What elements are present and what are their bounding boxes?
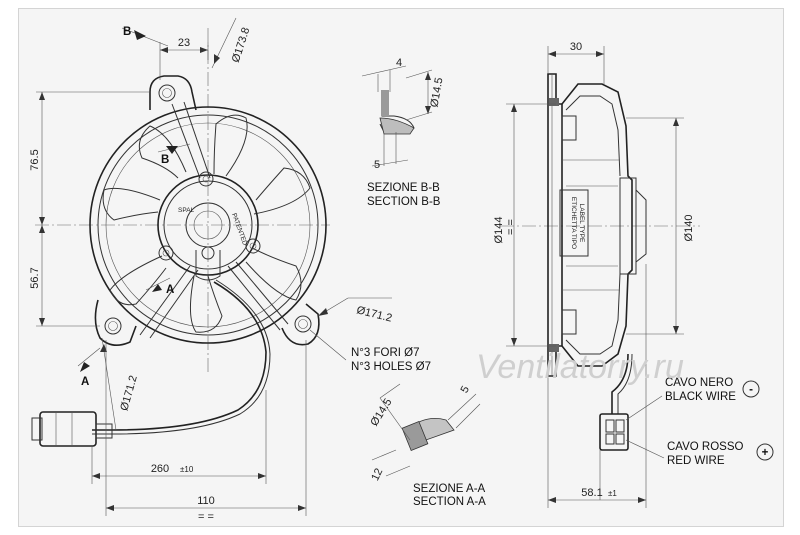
dim-144: Ø144 — [493, 217, 505, 244]
minus-symbol-circle — [742, 380, 760, 398]
dim-56-7: 56.7 — [29, 267, 41, 288]
section-bb-title-it: SEZIONE B-B — [367, 182, 440, 194]
dim-58-1: 58.1 — [581, 487, 602, 499]
minus-symbol: - — [749, 384, 753, 396]
dim-14-5-top: Ø14.5 — [429, 77, 446, 109]
section-bb-detail: 4 Ø14.5 5 SEZIONE B-B SECTION B-B — [361, 57, 446, 208]
dim-171-2-left: Ø171.2 — [118, 374, 139, 412]
black-wire-en: BLACK WIRE — [665, 391, 736, 403]
wire-connector — [31, 411, 113, 447]
label-type-it: ETICHETTA TIPO — [570, 197, 577, 249]
dim-30: 30 — [570, 41, 582, 53]
dim-5-bottom: 5 — [459, 384, 472, 395]
dim-23: 23 — [178, 37, 190, 49]
holes-note-it: N°3 FORI Ø7 — [351, 347, 420, 359]
dim-140: Ø140 — [683, 215, 695, 242]
red-wire-it: CAVO ROSSO — [667, 441, 744, 453]
black-wire-it: CAVO NERO — [665, 377, 733, 389]
mounting-holes-note: N°3 FORI Ø7 N°3 HOLES Ø7 — [309, 329, 431, 373]
dim-12: 12 — [369, 467, 385, 483]
wire-notes: CAVO NERO BLACK WIRE - CAVO ROSSO RED WI… — [625, 377, 774, 467]
holes-note-en: N°3 HOLES Ø7 — [351, 361, 431, 373]
front-view-dimensions: 76.5 56.7 23 Ø173.8 Ø171.2 Ø171.2 — [29, 17, 393, 523]
section-bb-title-en: SECTION B-B — [367, 196, 441, 208]
label-type-en: LABEL TYPE — [578, 204, 585, 243]
section-aa-detail: Ø14.5 5 12 SEZIONE A-A SECTION A-A — [368, 383, 486, 508]
section-a-marker: A A — [77, 277, 174, 388]
dim-260: 260 — [151, 463, 169, 475]
section-a-letter-bottom: A — [81, 376, 89, 388]
dim-171-2-right: Ø171.2 — [355, 304, 393, 324]
side-wire-connector — [599, 413, 629, 500]
dim-144-equal-marks: = = — [505, 219, 517, 235]
section-aa-title-it: SEZIONE A-A — [413, 483, 486, 495]
dim-4: 4 — [396, 57, 402, 69]
drawing-sheet — [18, 8, 784, 527]
section-aa-title-en: SECTION A-A — [413, 496, 486, 508]
power-cable — [92, 281, 267, 431]
red-wire-en: RED WIRE — [667, 455, 725, 467]
dim-260-tolerance: ±10 — [180, 465, 194, 474]
section-b-letter-bottom: B — [161, 154, 169, 166]
section-a-letter-top: A — [166, 284, 174, 296]
side-view: ETICHETTA TIPO LABEL TYPE — [547, 73, 647, 414]
section-b-letter-top: B — [123, 26, 131, 38]
dim-76-5: 76.5 — [29, 149, 41, 170]
plus-symbol-circle — [756, 443, 774, 461]
watermark: Ventilatorry.ru — [476, 348, 684, 386]
hub-patent-text: PATENTED — [230, 212, 248, 246]
dim-173-8: Ø173.8 — [230, 26, 253, 64]
dim-110: 110 — [197, 495, 215, 507]
front-view: SPAL PATENTED — [31, 75, 327, 447]
center-axes — [35, 28, 700, 372]
fan-blades — [102, 114, 311, 333]
hub-logo: SPAL — [178, 207, 195, 214]
dim-110-equal-marks: = = — [198, 511, 214, 523]
dim-58-1-tolerance: ±1 — [608, 489, 617, 498]
motor-hub: SPAL PATENTED — [157, 171, 261, 281]
dim-5-top: 5 — [374, 159, 380, 171]
section-b-marker: B B — [121, 26, 191, 166]
side-view-dimensions: 30 Ø144 = = Ø140 58.1 ±1 — [493, 41, 695, 508]
support-struts — [139, 101, 289, 339]
plus-symbol: + — [762, 447, 769, 459]
